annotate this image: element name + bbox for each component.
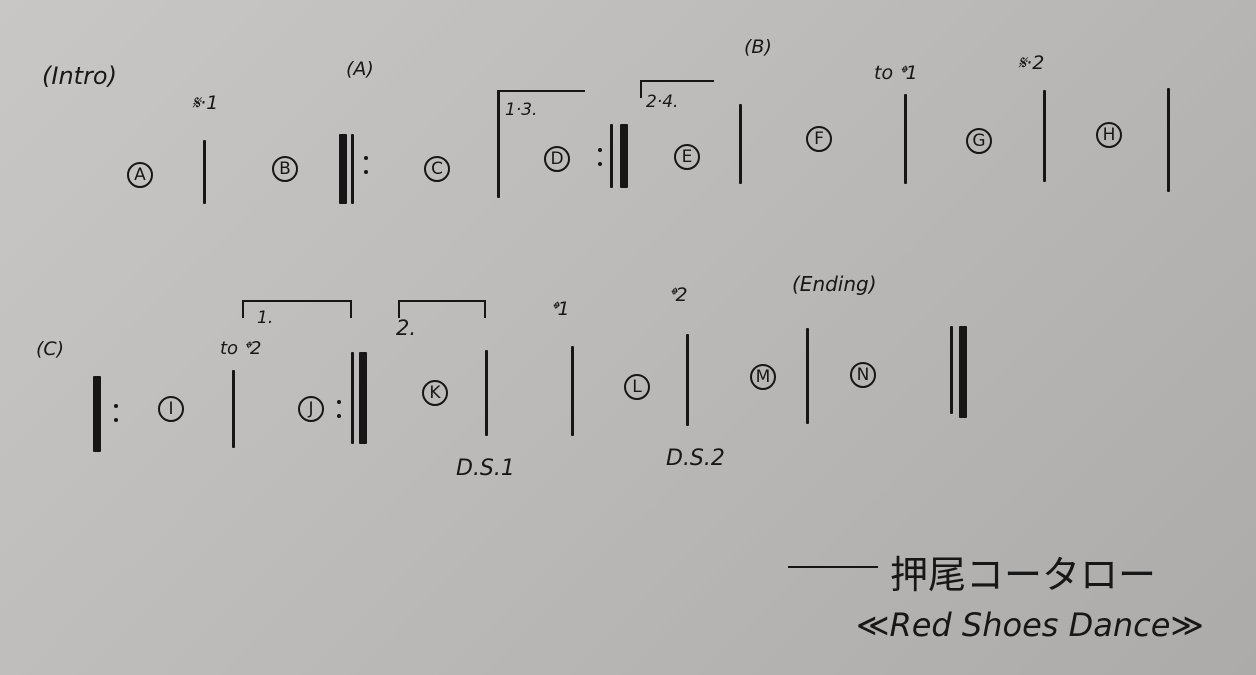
section-label-b: (B) (744, 36, 772, 58)
barline (806, 328, 809, 424)
coda-1-mark: 𝄌1 (551, 298, 570, 320)
credit-dash (788, 566, 878, 568)
to-coda-2-mark: to 𝄌2 (220, 338, 262, 359)
repeat-end-thick-barline (620, 124, 628, 188)
repeat-start-thin-barline (351, 134, 354, 204)
song-title: ≪Red Shoes Dance≫ (856, 606, 1204, 644)
rehearsal-mark-j: J (298, 396, 324, 422)
rehearsal-mark-h: H (1096, 122, 1122, 148)
section-label-c: (C) (36, 338, 65, 360)
segno-1-mark: 𝄋·1 (192, 92, 219, 114)
segno-2-mark: 𝄋·2 (1018, 52, 1045, 74)
section-label-ending: (Ending) (792, 272, 877, 296)
barline (497, 90, 500, 198)
composer-name: 押尾コータロー (890, 553, 1157, 597)
coda-2-mark: 𝄌2 (669, 284, 688, 306)
repeat-end-thin-barline (351, 352, 354, 444)
repeat-end-thick-barline (359, 352, 367, 444)
rehearsal-mark-d: D (544, 146, 570, 172)
barline (485, 350, 488, 436)
repeat-dots (364, 156, 369, 176)
rehearsal-mark-n: N (850, 362, 876, 388)
barline (1043, 90, 1046, 182)
repeat-start-thick-barline (93, 376, 101, 452)
section-label-intro: (Intro) (42, 62, 117, 90)
ending-bracket-2-4 (640, 80, 714, 98)
rehearsal-mark-f: F (806, 126, 832, 152)
barline (203, 140, 206, 204)
ds-1-mark: D.S.1 (456, 456, 515, 481)
barline (686, 334, 689, 426)
barline (571, 346, 574, 436)
ending-label-1-3: 1·3. (505, 100, 538, 120)
ending-label-2-4: 2·4. (646, 92, 679, 112)
section-label-a: (A) (346, 58, 374, 80)
rehearsal-mark-b: B (272, 156, 298, 182)
final-thin-barline (950, 326, 953, 414)
ending-bracket-1 (242, 300, 352, 318)
repeat-start-thick-barline (339, 134, 347, 204)
rehearsal-mark-c: C (424, 156, 450, 182)
final-barline-row1 (1167, 88, 1170, 192)
ending-bracket-2 (398, 300, 486, 318)
repeat-dots (598, 148, 603, 168)
barline (904, 94, 907, 184)
rehearsal-mark-k: K (422, 380, 448, 406)
rehearsal-mark-e: E (674, 144, 700, 170)
ds-2-mark: D.S.2 (666, 446, 725, 471)
to-coda-1-mark: to 𝄌1 (874, 62, 918, 84)
ending-label-1: 1. (257, 308, 274, 328)
rehearsal-mark-a: A (127, 162, 153, 188)
barline (232, 370, 235, 448)
repeat-dots (114, 404, 119, 424)
rehearsal-mark-l: L (624, 374, 650, 400)
final-thick-barline (959, 326, 967, 418)
repeat-end-thin-barline (610, 124, 613, 188)
rehearsal-mark-i: I (158, 396, 184, 422)
ending-label-2: 2. (396, 316, 417, 340)
rehearsal-mark-g: G (966, 128, 992, 154)
repeat-dots (337, 400, 342, 420)
rehearsal-mark-m: M (750, 364, 776, 390)
barline (739, 104, 742, 184)
